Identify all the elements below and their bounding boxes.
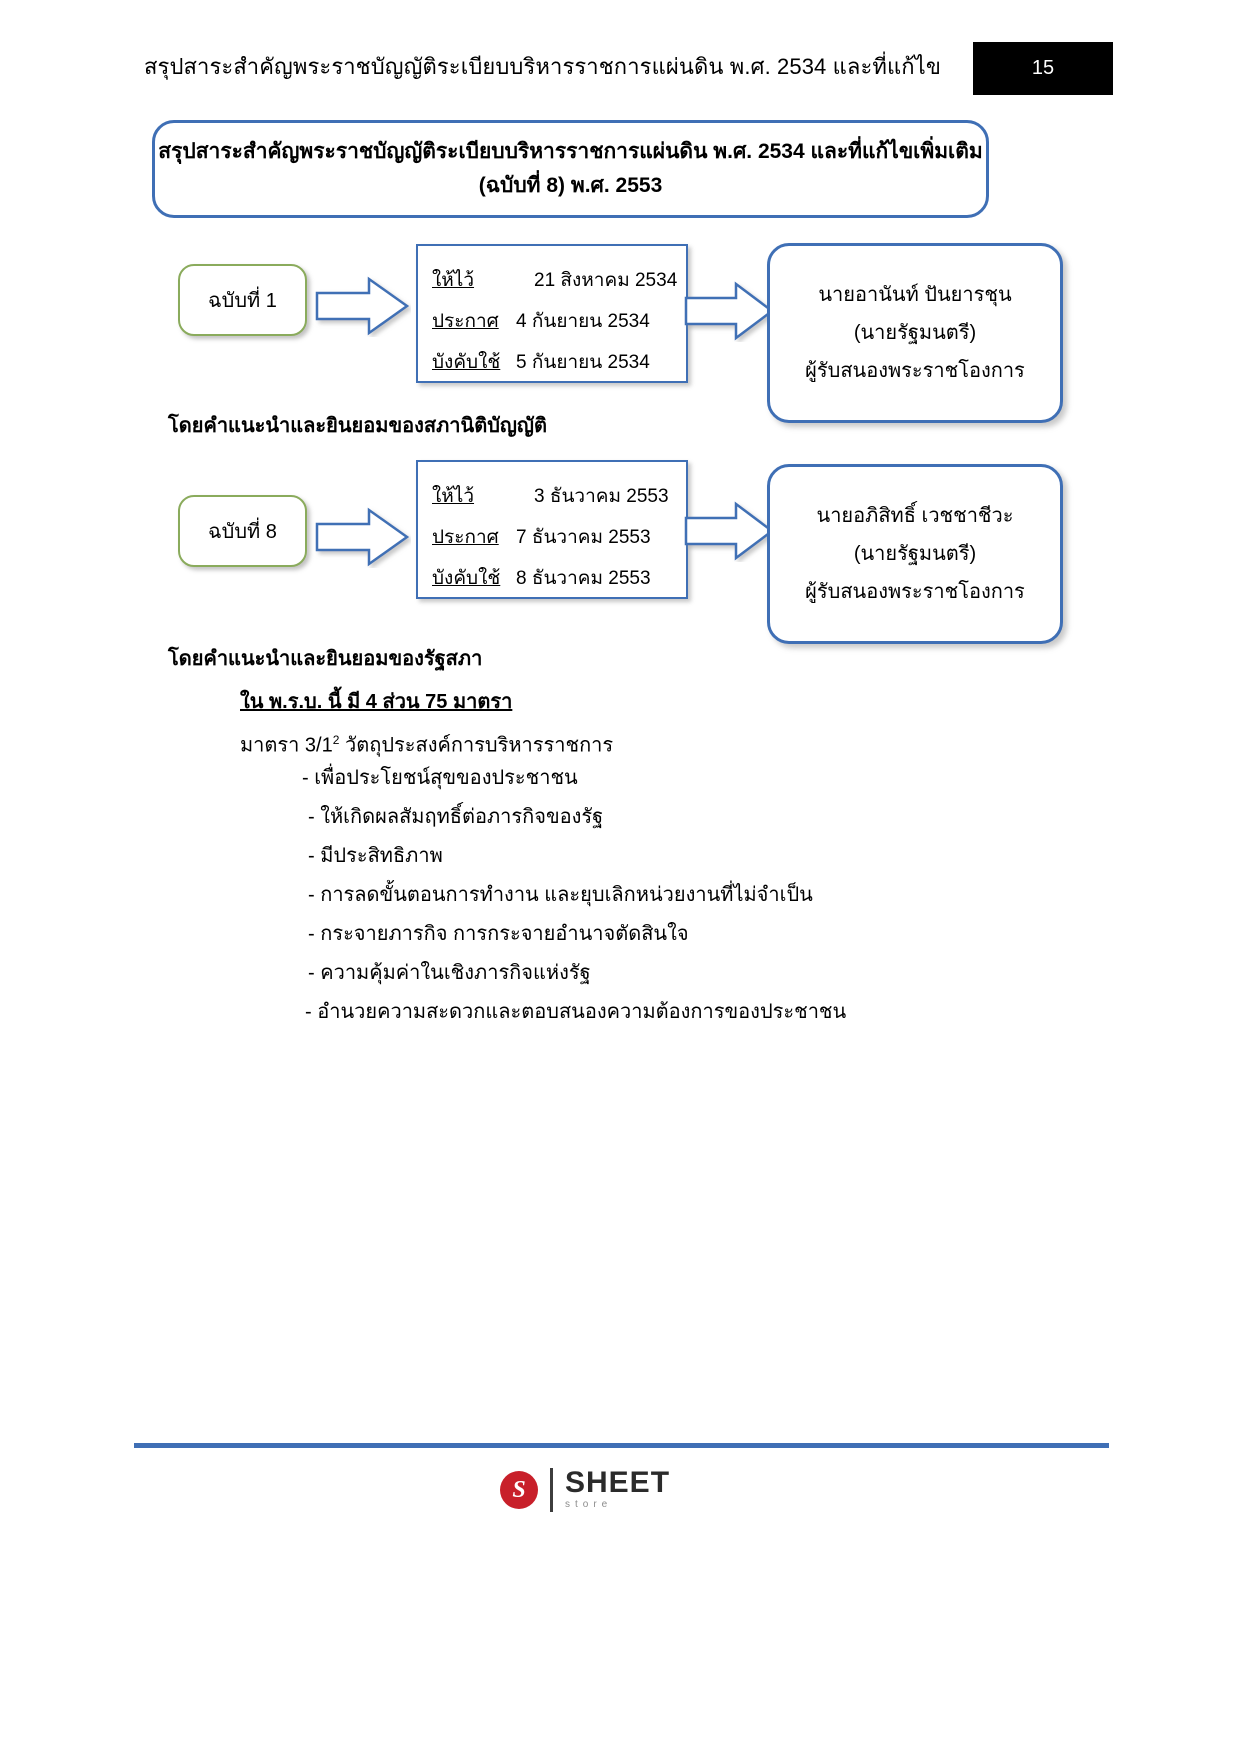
page-title-line-2: (ฉบับที่ 8) พ.ศ. 2553 (478, 174, 663, 197)
logo-name: SHEET (565, 1466, 671, 1499)
edition-chip-1: ฉบับที่ 1 (178, 264, 307, 336)
page-number-badge: 15 (973, 42, 1113, 95)
date-row: ประกาศ 7 ธันวาคม 2553 (432, 517, 686, 558)
date-value: 4 กันยายน 2534 (516, 311, 650, 332)
arrow-right-icon-1 (315, 276, 410, 336)
arrow-right-icon-3 (315, 507, 410, 567)
bullet-item: - เพื่อประโยชน์สุขของประชาชน (302, 767, 578, 789)
article-title: วัตถุประสงค์การบริหารราชการ (344, 734, 614, 757)
person-note: ผู้รับสนองพระราชโองการ (805, 360, 1025, 382)
date-label: ประกาศ (432, 311, 499, 332)
person-name: นายอานันท์ ปันยารชุน (818, 284, 1012, 306)
date-value: 5 กันยายน 2534 (516, 352, 650, 373)
footnote-row-1: โดยคำแนะนำและยินยอมของสภานิติบัญญัติ (168, 415, 547, 437)
person-role: (นายรัฐมนตรี) (853, 543, 977, 565)
date-label: ประกาศ (432, 527, 499, 548)
person-role: (นายรัฐมนตรี) (853, 322, 977, 344)
page-header: สรุปสาระสำคัญพระราชบัญญัติระเบียบบริหารร… (0, 0, 1241, 108)
edition-chip-8: ฉบับที่ 8 (178, 495, 307, 567)
date-label: ให้ไว้ (432, 486, 475, 507)
person-note: ผู้รับสนองพระราชโองการ (805, 581, 1025, 603)
date-row: บังคับใช้ 5 กันยายน 2534 (432, 342, 686, 383)
bullet-item: - อำนวยความสะดวกและตอบสนองความต้องการของ… (305, 1001, 847, 1023)
logo-divider (550, 1468, 553, 1512)
logo-subtitle: store (565, 1499, 613, 1510)
date-row: บังคับใช้ 8 ธันวาคม 2553 (432, 558, 686, 599)
date-row: ให้ไว้ 3 ธันวาคม 2553 (432, 476, 686, 517)
logo-wordmark: SHEET store (565, 1468, 670, 1512)
arrow-right-icon-2 (684, 281, 775, 341)
date-value: 21 สิงหาคม 2534 (534, 270, 678, 291)
page-title-line-1: สรุปสาระสำคัญพระราชบัญญัติระเบียบบริหารร… (158, 140, 983, 163)
date-box-1: ให้ไว้ 21 สิงหาคม 2534 ประกาศ 4 กันยายน … (416, 244, 688, 383)
document-title-box: สรุปสาระสำคัญพระราชบัญญัติระเบียบบริหารร… (152, 120, 989, 218)
article-label: มาตรา 3/1 (240, 734, 333, 757)
date-label: บังคับใช้ (432, 352, 501, 373)
person-name: นายอภิสิทธิ์ เวชชาชีวะ (816, 505, 1014, 527)
person-box-1: นายอานันท์ ปันยารชุน (นายรัฐมนตรี) ผู้รั… (767, 243, 1063, 423)
sheet-logo-icon: S (500, 1471, 538, 1509)
date-label: บังคับใช้ (432, 568, 501, 589)
footer-logo: S SHEET store (500, 1462, 740, 1518)
footer-divider (134, 1443, 1109, 1448)
bullet-item: - ให้เกิดผลสัมฤทธิ์ต่อภารกิจของรัฐ (308, 806, 604, 828)
date-value: 3 ธันวาคม 2553 (534, 486, 669, 507)
date-box-2: ให้ไว้ 3 ธันวาคม 2553 ประกาศ 7 ธันวาคม 2… (416, 460, 688, 599)
article-superscript: 2 (332, 733, 340, 747)
bullet-item: - การลดขั้นตอนการทำงาน และยุบเลิกหน่วยงา… (308, 884, 813, 906)
date-value: 8 ธันวาคม 2553 (516, 568, 651, 589)
footnote-row-2: โดยคำแนะนำและยินยอมของรัฐสภา (168, 648, 483, 670)
article-line: มาตรา 3/12 วัตถุประสงค์การบริหารราชการ (240, 726, 613, 760)
person-box-2: นายอภิสิทธิ์ เวชชาชีวะ (นายรัฐมนตรี) ผู้… (767, 464, 1063, 644)
bullet-item: - ความคุ้มค่าในเชิงภารกิจแห่งรัฐ (308, 962, 591, 984)
running-header-title: สรุปสาระสำคัญพระราชบัญญัติระเบียบบริหารร… (144, 54, 941, 79)
date-label: ให้ไว้ (432, 270, 475, 291)
date-row: ให้ไว้ 21 สิงหาคม 2534 (432, 260, 686, 301)
date-row: ประกาศ 4 กันยายน 2534 (432, 301, 686, 342)
arrow-right-icon-4 (684, 501, 775, 561)
bullet-item: - มีประสิทธิภาพ (308, 845, 443, 867)
date-value: 7 ธันวาคม 2553 (516, 527, 651, 548)
sections-heading: ใน พ.ร.บ. นี้ มี 4 ส่วน 75 มาตรา (240, 691, 513, 713)
bullet-item: - กระจายภารกิจ การกระจายอำนาจตัดสินใจ (308, 923, 689, 945)
